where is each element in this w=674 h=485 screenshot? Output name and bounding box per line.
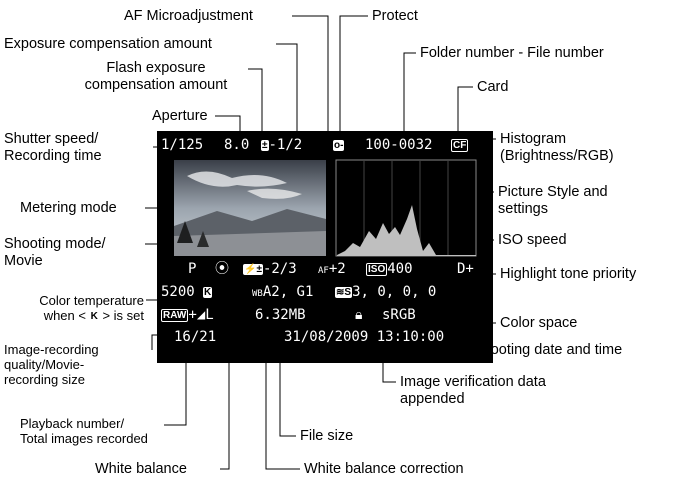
lock-icon: 🔒︎ xyxy=(355,307,363,323)
leader-card xyxy=(457,86,473,140)
aperture-value: 8.0 xyxy=(224,137,250,153)
raw-icon: RAW xyxy=(161,309,189,322)
histogram-graph xyxy=(337,205,476,256)
wb-corr-icon: WB xyxy=(252,289,263,299)
label-date-time: Shooting date and time xyxy=(473,342,623,358)
label-shutter-line2: Recording time xyxy=(4,148,102,164)
leader-playback xyxy=(164,356,187,426)
wb-corr-display: WBA2, G1 xyxy=(252,284,313,302)
label-shutter-line1: Shutter speed/ xyxy=(4,131,99,147)
label-picture-style-line1: Picture Style and xyxy=(498,184,608,200)
label-color-temp-line1: Color temperature xyxy=(39,293,144,308)
label-histogram-line1: Histogram xyxy=(500,131,567,147)
iso-value: 400 xyxy=(387,261,413,277)
shooting-mode-value: P xyxy=(188,261,197,277)
leader-wb-corr xyxy=(265,312,300,470)
quality-display: RAW+◢L xyxy=(161,307,214,323)
picture-style-icon: ≋S xyxy=(335,287,353,298)
label-shooting-mode-line1: Shooting mode/ xyxy=(4,236,106,252)
camera-lcd-screen: 1/125 8.0 ±-1/2 o- 100-0032 CF P ⦿ ⚡±-2/… xyxy=(157,131,493,363)
shutter-value: 1/125 xyxy=(161,137,204,153)
picture-style-value: 3, 0, 0, 0 xyxy=(352,284,437,300)
leader-exp-comp xyxy=(276,43,298,138)
k-display: K xyxy=(203,284,213,300)
lcd-graphics xyxy=(174,159,477,257)
label-playback-line2: Total images recorded xyxy=(20,431,148,446)
highlight-value: D+ xyxy=(457,261,474,277)
flash-comp-value: -2/3 xyxy=(262,261,297,277)
k-icon: K xyxy=(203,287,213,298)
label-metering: Metering mode xyxy=(20,200,117,216)
label-exp-comp: Exposure compensation amount xyxy=(4,36,212,52)
color-space-value: sRGB xyxy=(382,307,416,323)
label-color-temp: Color temperature when < K > is set xyxy=(2,293,144,323)
label-card: Card xyxy=(477,79,509,95)
label-folder-file: Folder number - File number xyxy=(420,45,604,61)
leader-folder xyxy=(403,52,416,140)
label-histogram: Histogram (Brightness/RGB) xyxy=(500,131,614,165)
label-picture-style-line2: settings xyxy=(498,201,548,217)
label-protect: Protect xyxy=(372,8,418,24)
leader-file-size xyxy=(279,336,296,437)
file-size-value: 6.32MB xyxy=(255,307,306,323)
label-wb-correction: White balance correction xyxy=(304,461,464,477)
label-highlight: Highlight tone priority xyxy=(500,266,637,282)
label-flash-comp: Flash exposure compensation amount xyxy=(64,60,248,94)
leader-protect xyxy=(339,15,368,140)
label-flash-comp-line1: Flash exposure xyxy=(106,60,206,76)
card-icon: CF xyxy=(451,139,469,152)
datetime-value: 31/08/2009 13:10:00 xyxy=(284,329,445,345)
label-quality-line3: recording size xyxy=(4,372,85,387)
exp-comp-display: ±-1/2 xyxy=(261,137,302,153)
label-picture-style: Picture Style and settings xyxy=(498,184,608,218)
card-display: CF xyxy=(451,137,469,153)
label-af-micro: AF Microadjustment xyxy=(124,8,253,24)
wb-corr-value: A2, G1 xyxy=(262,284,314,300)
protect-icon: o- xyxy=(333,140,345,151)
label-file-size: File size xyxy=(300,428,354,444)
label-flash-comp-line2: compensation amount xyxy=(84,77,228,93)
af-micro-display: AF+2 xyxy=(318,261,346,279)
flash-comp-display: ⚡±-2/3 xyxy=(243,261,297,277)
flash-comp-icon: ⚡± xyxy=(243,264,263,275)
label-quality-line2: quality/Movie- xyxy=(4,357,85,372)
label-iso: ISO speed xyxy=(498,232,567,248)
label-shooting-mode-line2: Movie xyxy=(4,253,43,269)
label-playback: Playback number/ Total images recorded xyxy=(20,416,148,446)
label-quality: Image-recording quality/Movie- recording… xyxy=(4,342,99,387)
label-playback-line1: Playback number/ xyxy=(20,416,125,431)
metering-mode-icon: ⦿ xyxy=(215,261,229,277)
exp-comp-value: -1/2 xyxy=(268,137,303,153)
label-aperture: Aperture xyxy=(152,108,208,124)
picture-style-display: ≋S3, 0, 0, 0 xyxy=(335,284,436,300)
folder-file-value: 100-0032 xyxy=(365,137,433,153)
label-shooting-mode: Shooting mode/ Movie xyxy=(4,236,106,270)
exp-comp-icon: ± xyxy=(261,140,269,151)
k-mark-icon: K xyxy=(89,311,99,322)
iso-icon: ISO xyxy=(366,263,388,276)
playback-value: 16/21 xyxy=(174,329,217,345)
label-verification-line1: Image verification data xyxy=(400,374,546,390)
label-white-balance: White balance xyxy=(95,461,187,477)
label-verification: Image verification data appended xyxy=(400,374,546,408)
label-histogram-line2: (Brightness/RGB) xyxy=(500,148,614,164)
label-color-space: Color space xyxy=(500,315,578,331)
label-shutter: Shutter speed/ Recording time xyxy=(4,131,102,165)
af-micro-value: +2 xyxy=(328,261,346,277)
label-quality-line1: Image-recording xyxy=(4,342,99,357)
label-verification-line2: appended xyxy=(400,391,465,407)
quality-value: +◢L xyxy=(188,307,214,323)
af-micro-icon: AF xyxy=(318,266,329,276)
label-color-temp-line2: when < K > is set xyxy=(43,308,144,323)
leader-wb xyxy=(220,330,230,470)
color-temp-value: 5200 xyxy=(161,284,195,300)
